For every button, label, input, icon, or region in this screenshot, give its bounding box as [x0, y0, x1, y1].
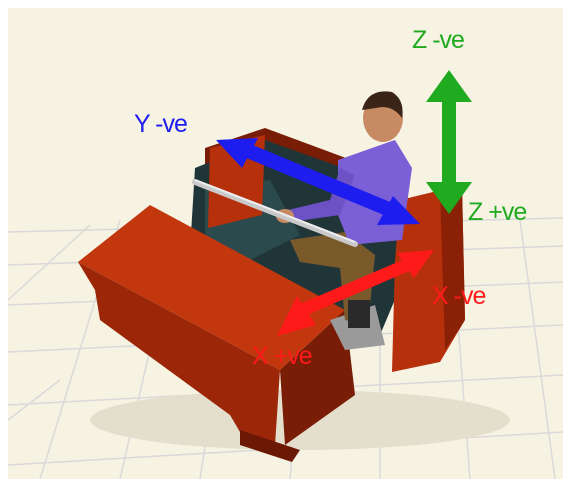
- y-axis-arrow: [216, 138, 420, 225]
- steering-bar-highlight: [194, 179, 356, 243]
- front-hood-top: [78, 205, 345, 370]
- z-positive-label: Z +ve: [468, 198, 527, 226]
- x-positive-label: X +ve: [252, 342, 313, 370]
- z-axis-arrow: [426, 70, 472, 214]
- cab-rear-panel-edge: [440, 185, 465, 350]
- front-hood-front: [280, 310, 355, 445]
- front-hood-side: [78, 262, 280, 445]
- x-axis-arrow: [277, 250, 434, 336]
- y-negative-label: Y -ve: [134, 110, 188, 138]
- x-negative-label: X -ve: [432, 282, 486, 310]
- steering-bar: [192, 179, 358, 247]
- bottom-step: [240, 430, 300, 462]
- operator-boot: [348, 300, 370, 328]
- z-negative-label: Z -ve: [412, 26, 465, 54]
- operator-hair: [362, 91, 403, 118]
